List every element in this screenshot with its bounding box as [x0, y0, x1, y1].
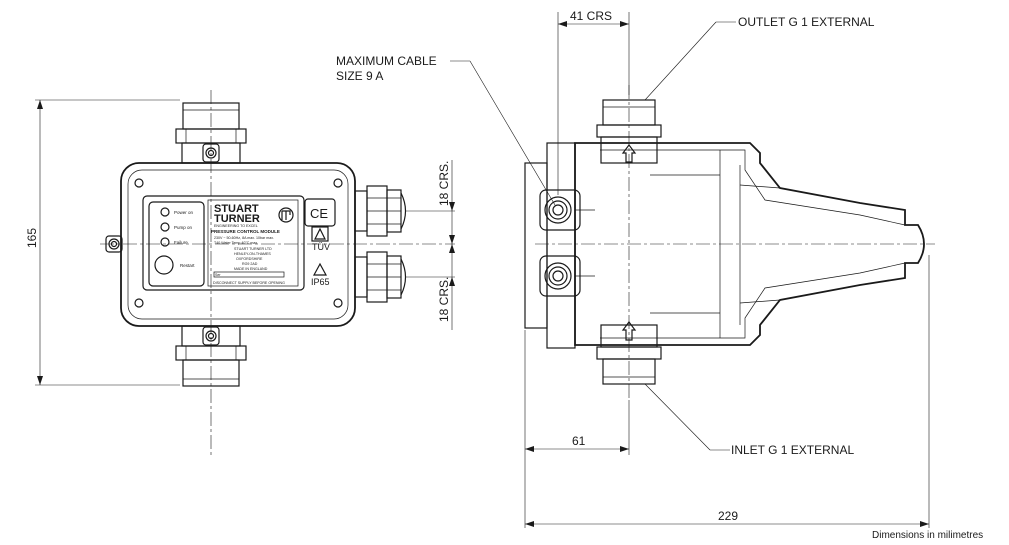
- corner-screw-icon: [333, 298, 343, 308]
- led-pump-label: Pump on: [174, 225, 193, 230]
- failure-led-icon: [160, 237, 170, 247]
- brand-tagline: ENGINEERING TO EXCEL: [214, 224, 258, 228]
- dim-229-label: 229: [718, 509, 738, 523]
- brand-logo-icon: [278, 207, 294, 223]
- tuv-mark: TÜV: [312, 242, 330, 252]
- led-panel: [148, 201, 205, 287]
- dimension-61: 61: [524, 330, 630, 528]
- cable-gland-side-upper: [539, 189, 595, 231]
- dimension-165: 165: [25, 99, 180, 386]
- faceplate: [142, 195, 305, 291]
- company-line4: RG9 2AD: [242, 262, 258, 266]
- mounting-screw-top: [202, 143, 220, 163]
- pump-led-icon: [160, 222, 170, 232]
- mounting-screw-left: [105, 235, 123, 253]
- dim-18-lower-label: 18 CRS.: [437, 277, 451, 322]
- callout-inlet: INLET G 1 EXTERNAL: [644, 383, 854, 457]
- product-label: STUART TURNER ENGINEERING TO EXCEL PRESS…: [207, 199, 299, 287]
- outlet-pipe: [596, 99, 662, 164]
- outlet-label: OUTLET G 1 EXTERNAL: [738, 15, 875, 29]
- cable-gland-upper: [354, 185, 407, 237]
- max-cable-line1: MAXIMUM CABLE: [336, 54, 437, 68]
- side-view: 41 CRS 61 229 MAXIMUM CABLE SIZE 9 A: [336, 9, 935, 528]
- warning-label: DISCONNECT SUPPLY BEFORE OPENING: [213, 281, 285, 285]
- units-note: Dimensions in milimetres: [872, 530, 983, 541]
- cable-gland-lower: [354, 251, 407, 303]
- max-cable-line2: SIZE 9 A: [336, 69, 383, 83]
- company-line5: MADE IN ENGLAND: [234, 267, 268, 271]
- spec-line2: T40 Water Temp 40°C max.: [214, 241, 258, 245]
- callout-outlet: OUTLET G 1 EXTERNAL: [644, 15, 875, 101]
- restart-label: Restart: [180, 263, 195, 268]
- restart-button[interactable]: [154, 255, 174, 275]
- led-power-label: Power on: [174, 210, 194, 215]
- inlet-pipe: [596, 321, 662, 385]
- led-failure-label: Failure: [174, 240, 188, 245]
- flow-arrow-up-icon: [621, 144, 637, 163]
- ce-mark: CE: [310, 206, 328, 221]
- brand-line1: STUART: [214, 203, 259, 215]
- top-pipe-connector: [175, 102, 247, 164]
- company-line1: STUART TURNER LTD: [234, 247, 272, 251]
- dim-18-upper-label: 18 CRS.: [437, 161, 451, 206]
- company-line2: HENLEY-ON-THAMES: [234, 252, 271, 256]
- corner-screw-icon: [333, 178, 343, 188]
- back-plate: [524, 162, 548, 329]
- serial-label: Ser: [215, 273, 221, 277]
- warning-triangle-icon: [312, 262, 328, 276]
- cable-gland-side-lower: [539, 255, 595, 297]
- corner-screw-icon: [134, 178, 144, 188]
- controller-housing: [120, 162, 356, 327]
- front-view: Power on Pump on Failure Restart STUART …: [25, 90, 455, 455]
- dimension-229: 229: [525, 255, 930, 528]
- dim-165-label: 165: [25, 228, 39, 248]
- dimension-41-crs: 41 CRS: [557, 9, 630, 195]
- spec-line1: 230V ~ 50-60Hz, 8A max. 10bar max.: [214, 236, 274, 240]
- company-line3: OXFORDSHIRE: [236, 257, 263, 261]
- certification-marks: CE TÜV IP65: [304, 198, 336, 287]
- dim-41-label: 41 CRS: [570, 9, 612, 23]
- dim-61-label: 61: [572, 434, 586, 448]
- flow-arrow-up-icon: [621, 321, 637, 341]
- tuv-logo-icon: [314, 227, 326, 240]
- inlet-label: INLET G 1 EXTERNAL: [731, 443, 854, 457]
- brand-line2: TURNER: [214, 213, 260, 225]
- dimension-18-crs: 18 CRS. 18 CRS.: [405, 160, 455, 330]
- ip-rating: IP65: [311, 277, 330, 287]
- pump-body: [574, 142, 925, 346]
- mounting-screw-bottom: [202, 326, 220, 346]
- callout-max-cable: MAXIMUM CABLE SIZE 9 A: [336, 54, 556, 206]
- power-led-icon: [160, 207, 170, 217]
- bottom-pipe-connector: [175, 325, 247, 387]
- module-title: PRESSURE CONTROL MODULE: [211, 229, 280, 234]
- corner-screw-icon: [134, 298, 144, 308]
